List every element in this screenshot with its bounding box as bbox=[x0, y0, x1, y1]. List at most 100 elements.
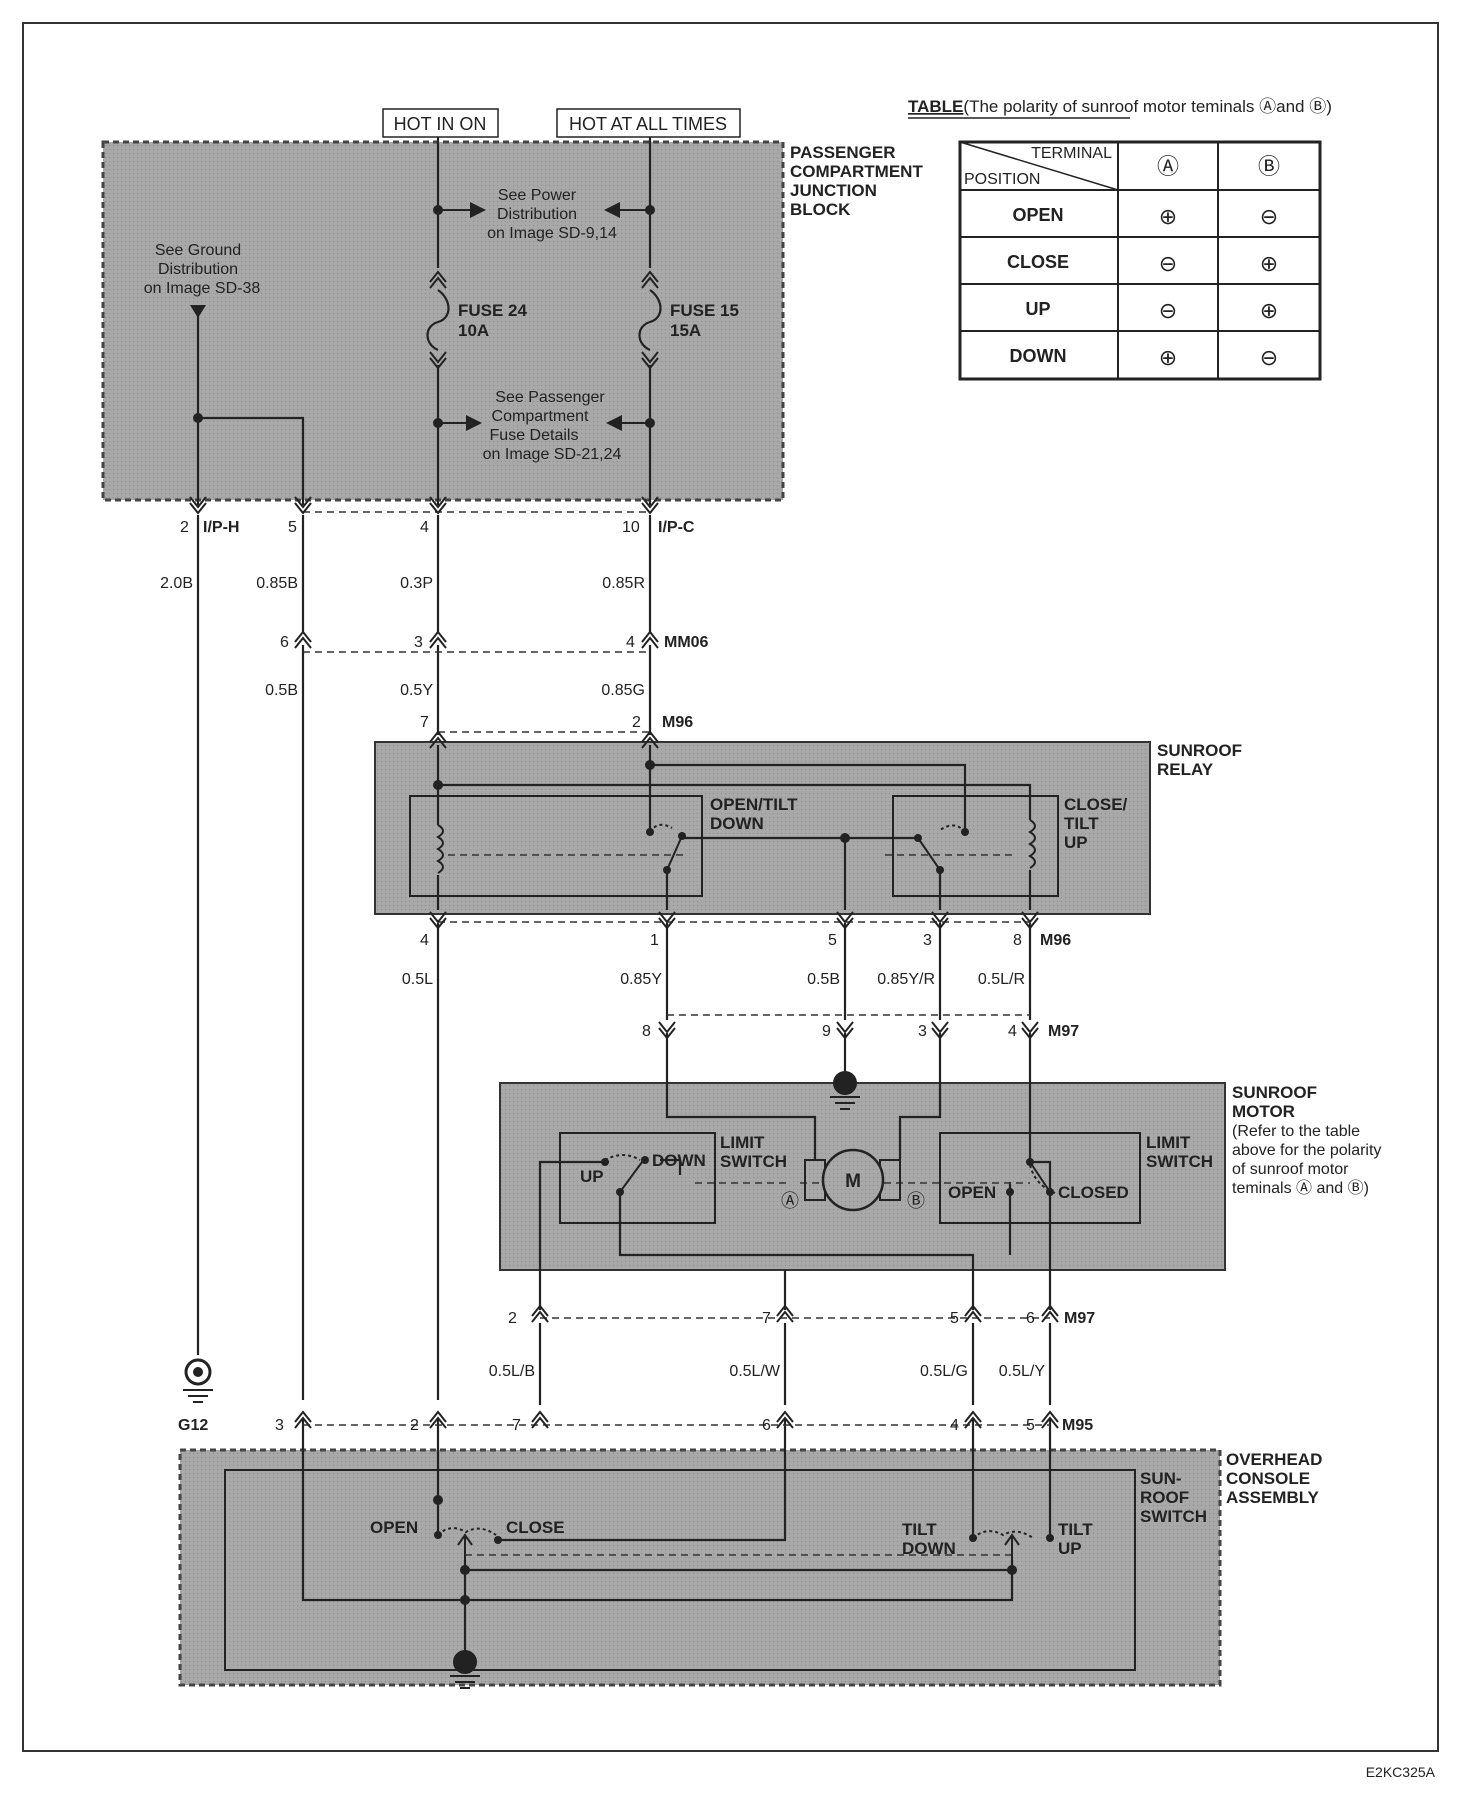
hot-at-all-times-label-box bbox=[556, 108, 741, 138]
table-col-a: Ⓐ bbox=[1157, 154, 1179, 179]
table-title-bold: TABLE bbox=[908, 97, 963, 116]
wire-0-85b: 0.85B bbox=[256, 575, 298, 592]
pin-m96-8: 8 bbox=[1013, 932, 1022, 949]
switch-contacts bbox=[434, 828, 1054, 1544]
connector-ip-h: I/P-H bbox=[203, 519, 239, 536]
wire-0-5l-b: 0.5L/B bbox=[489, 1363, 535, 1380]
limit-open-label: OPEN bbox=[948, 1183, 996, 1202]
switch-name-line3: SWITCH bbox=[1140, 1507, 1207, 1526]
connector-names: I/P-H I/P-C MM06 M96 M96 M97 M97 M95 G12 bbox=[178, 519, 1095, 1434]
console-close-label: CLOSE bbox=[506, 1518, 565, 1537]
table-row-close-a: ⊖ bbox=[1159, 251, 1177, 276]
connector-m96-top: M96 bbox=[662, 714, 693, 731]
diagram-frame bbox=[22, 22, 1439, 1752]
pin-m95-4: 4 bbox=[950, 1417, 959, 1434]
console-tilt-down-label-1: TILT bbox=[902, 1520, 937, 1539]
motor-ground-symbol bbox=[830, 1071, 860, 1110]
table-col-b: Ⓑ bbox=[1258, 154, 1280, 179]
console-name-line2: CONSOLE bbox=[1226, 1469, 1310, 1488]
motor-m-label: M bbox=[845, 1171, 861, 1192]
wire-0-5l-y: 0.5L/Y bbox=[999, 1363, 1046, 1380]
image-code: E2KC325A bbox=[1365, 1764, 1435, 1780]
limit-switch-left-label-2: SWITCH bbox=[720, 1152, 787, 1171]
limit-switch-left-label-1: LIMIT bbox=[720, 1133, 765, 1152]
reference-arrows bbox=[190, 202, 650, 431]
wire-0-5b-a: 0.5B bbox=[265, 682, 298, 699]
jb-name-line1: PASSENGER bbox=[790, 143, 896, 162]
motor-name-line3: (Refer to the table bbox=[1232, 1123, 1360, 1140]
connector-ip-c: I/P-C bbox=[658, 519, 695, 536]
console-name-line1: OVERHEAD bbox=[1226, 1450, 1322, 1469]
pin-m96-2: 2 bbox=[632, 714, 641, 731]
table-header-position: POSITION bbox=[964, 171, 1040, 188]
table-row-open-a: ⊕ bbox=[1159, 204, 1177, 229]
pin-mm06-6: 6 bbox=[280, 634, 289, 651]
connector-m97-top: M97 bbox=[1048, 1023, 1079, 1040]
jb-name-line2: COMPARTMENT bbox=[790, 162, 923, 181]
motor-name-line6: teminals Ⓐ and Ⓑ) bbox=[1232, 1179, 1369, 1197]
motor-labels: SUNROOF MOTOR (Refer to the table above … bbox=[580, 1083, 1381, 1202]
fuse-ref-line2: Compartment bbox=[492, 408, 589, 425]
junction-block-label: PASSENGER COMPARTMENT JUNCTION BLOCK bbox=[790, 143, 923, 219]
ground-ref-line2: Distribution bbox=[158, 261, 238, 278]
fuse-24-rating: 10A bbox=[458, 321, 489, 340]
connector-links bbox=[303, 511, 1050, 1556]
console-tilt-up-label-1: TILT bbox=[1058, 1520, 1093, 1539]
pin-m97-6: 6 bbox=[1026, 1310, 1035, 1327]
wire-0-5l-r: 0.5L/R bbox=[978, 971, 1025, 988]
relay-close-tilt-label-3: UP bbox=[1064, 833, 1088, 852]
relay-open-tilt-label-1: OPEN/TILT bbox=[710, 795, 798, 814]
wire-0-85g: 0.85G bbox=[601, 682, 645, 699]
hot-at-all-times-label: HOT AT ALL TIMES bbox=[569, 114, 727, 134]
wire-0-85y: 0.85Y bbox=[620, 971, 662, 988]
relay-name-line2: RELAY bbox=[1157, 760, 1214, 779]
console-tilt-up-label-2: UP bbox=[1058, 1539, 1082, 1558]
pin-m95-2: 2 bbox=[410, 1417, 419, 1434]
polarity-table: TABLE(The polarity of sunroof motor temi… bbox=[908, 97, 1332, 381]
connector-mm06: MM06 bbox=[664, 634, 709, 651]
wires bbox=[196, 137, 1052, 1660]
fuse-15-symbol bbox=[638, 289, 662, 352]
relay-box bbox=[374, 741, 1151, 915]
wire-0-85y-r: 0.85Y/R bbox=[877, 971, 935, 988]
pin-m96-3: 3 bbox=[923, 932, 932, 949]
pin-m97-2: 2 bbox=[508, 1310, 517, 1327]
fuse-ref-line3: Fuse Details bbox=[490, 427, 579, 444]
table-row-up-position: UP bbox=[1025, 299, 1050, 319]
connector-m95: M95 bbox=[1062, 1417, 1093, 1434]
pin-mm06-4: 4 bbox=[626, 634, 635, 651]
pin-m97-3: 3 bbox=[918, 1023, 927, 1040]
wire-0-85r: 0.85R bbox=[602, 575, 645, 592]
fuse-ref-line4: on Image SD-21,24 bbox=[483, 446, 622, 463]
sunroof-switch-box bbox=[224, 1469, 1136, 1671]
limit-closed-label: CLOSED bbox=[1058, 1183, 1129, 1202]
pin-m96-5: 5 bbox=[828, 932, 837, 949]
pin-mm06-3: 3 bbox=[414, 634, 423, 651]
fuse-15-rating: 15A bbox=[670, 321, 701, 340]
relay-open-tilt-label-2: DOWN bbox=[710, 814, 764, 833]
console-open-label: OPEN bbox=[370, 1518, 418, 1537]
connector-chevrons bbox=[189, 270, 1059, 1429]
pin-m97-5: 5 bbox=[950, 1310, 959, 1327]
connector-g12: G12 bbox=[178, 1417, 208, 1434]
switch-name-line1: SUN- bbox=[1140, 1469, 1182, 1488]
table-row-open-b: ⊖ bbox=[1260, 204, 1278, 229]
pin-jb-10: 10 bbox=[622, 519, 640, 536]
pin-jb-5: 5 bbox=[288, 519, 297, 536]
junction-block-box bbox=[101, 140, 785, 502]
fuse-15-label: FUSE 15 bbox=[670, 301, 739, 320]
fuse-24-symbol bbox=[426, 289, 450, 352]
motor-name-line5: of sunroof motor bbox=[1232, 1161, 1349, 1178]
table-row-open-position: OPEN bbox=[1012, 205, 1063, 225]
table-row-up-b: ⊕ bbox=[1260, 298, 1278, 323]
relay-close-tilt-label-2: TILT bbox=[1064, 814, 1099, 833]
fuse-24-label: FUSE 24 bbox=[458, 301, 528, 320]
motor-name-line2: MOTOR bbox=[1232, 1102, 1295, 1121]
limit-switch-right-box bbox=[939, 1132, 1141, 1224]
ground-ref-text: See Ground Distribution on Image SD-38 bbox=[144, 242, 261, 297]
limit-up-label: UP bbox=[580, 1167, 604, 1186]
pin-m97-4: 4 bbox=[1008, 1023, 1017, 1040]
relay-coil-right bbox=[1028, 819, 1036, 869]
jb-name-line3: JUNCTION bbox=[790, 181, 877, 200]
